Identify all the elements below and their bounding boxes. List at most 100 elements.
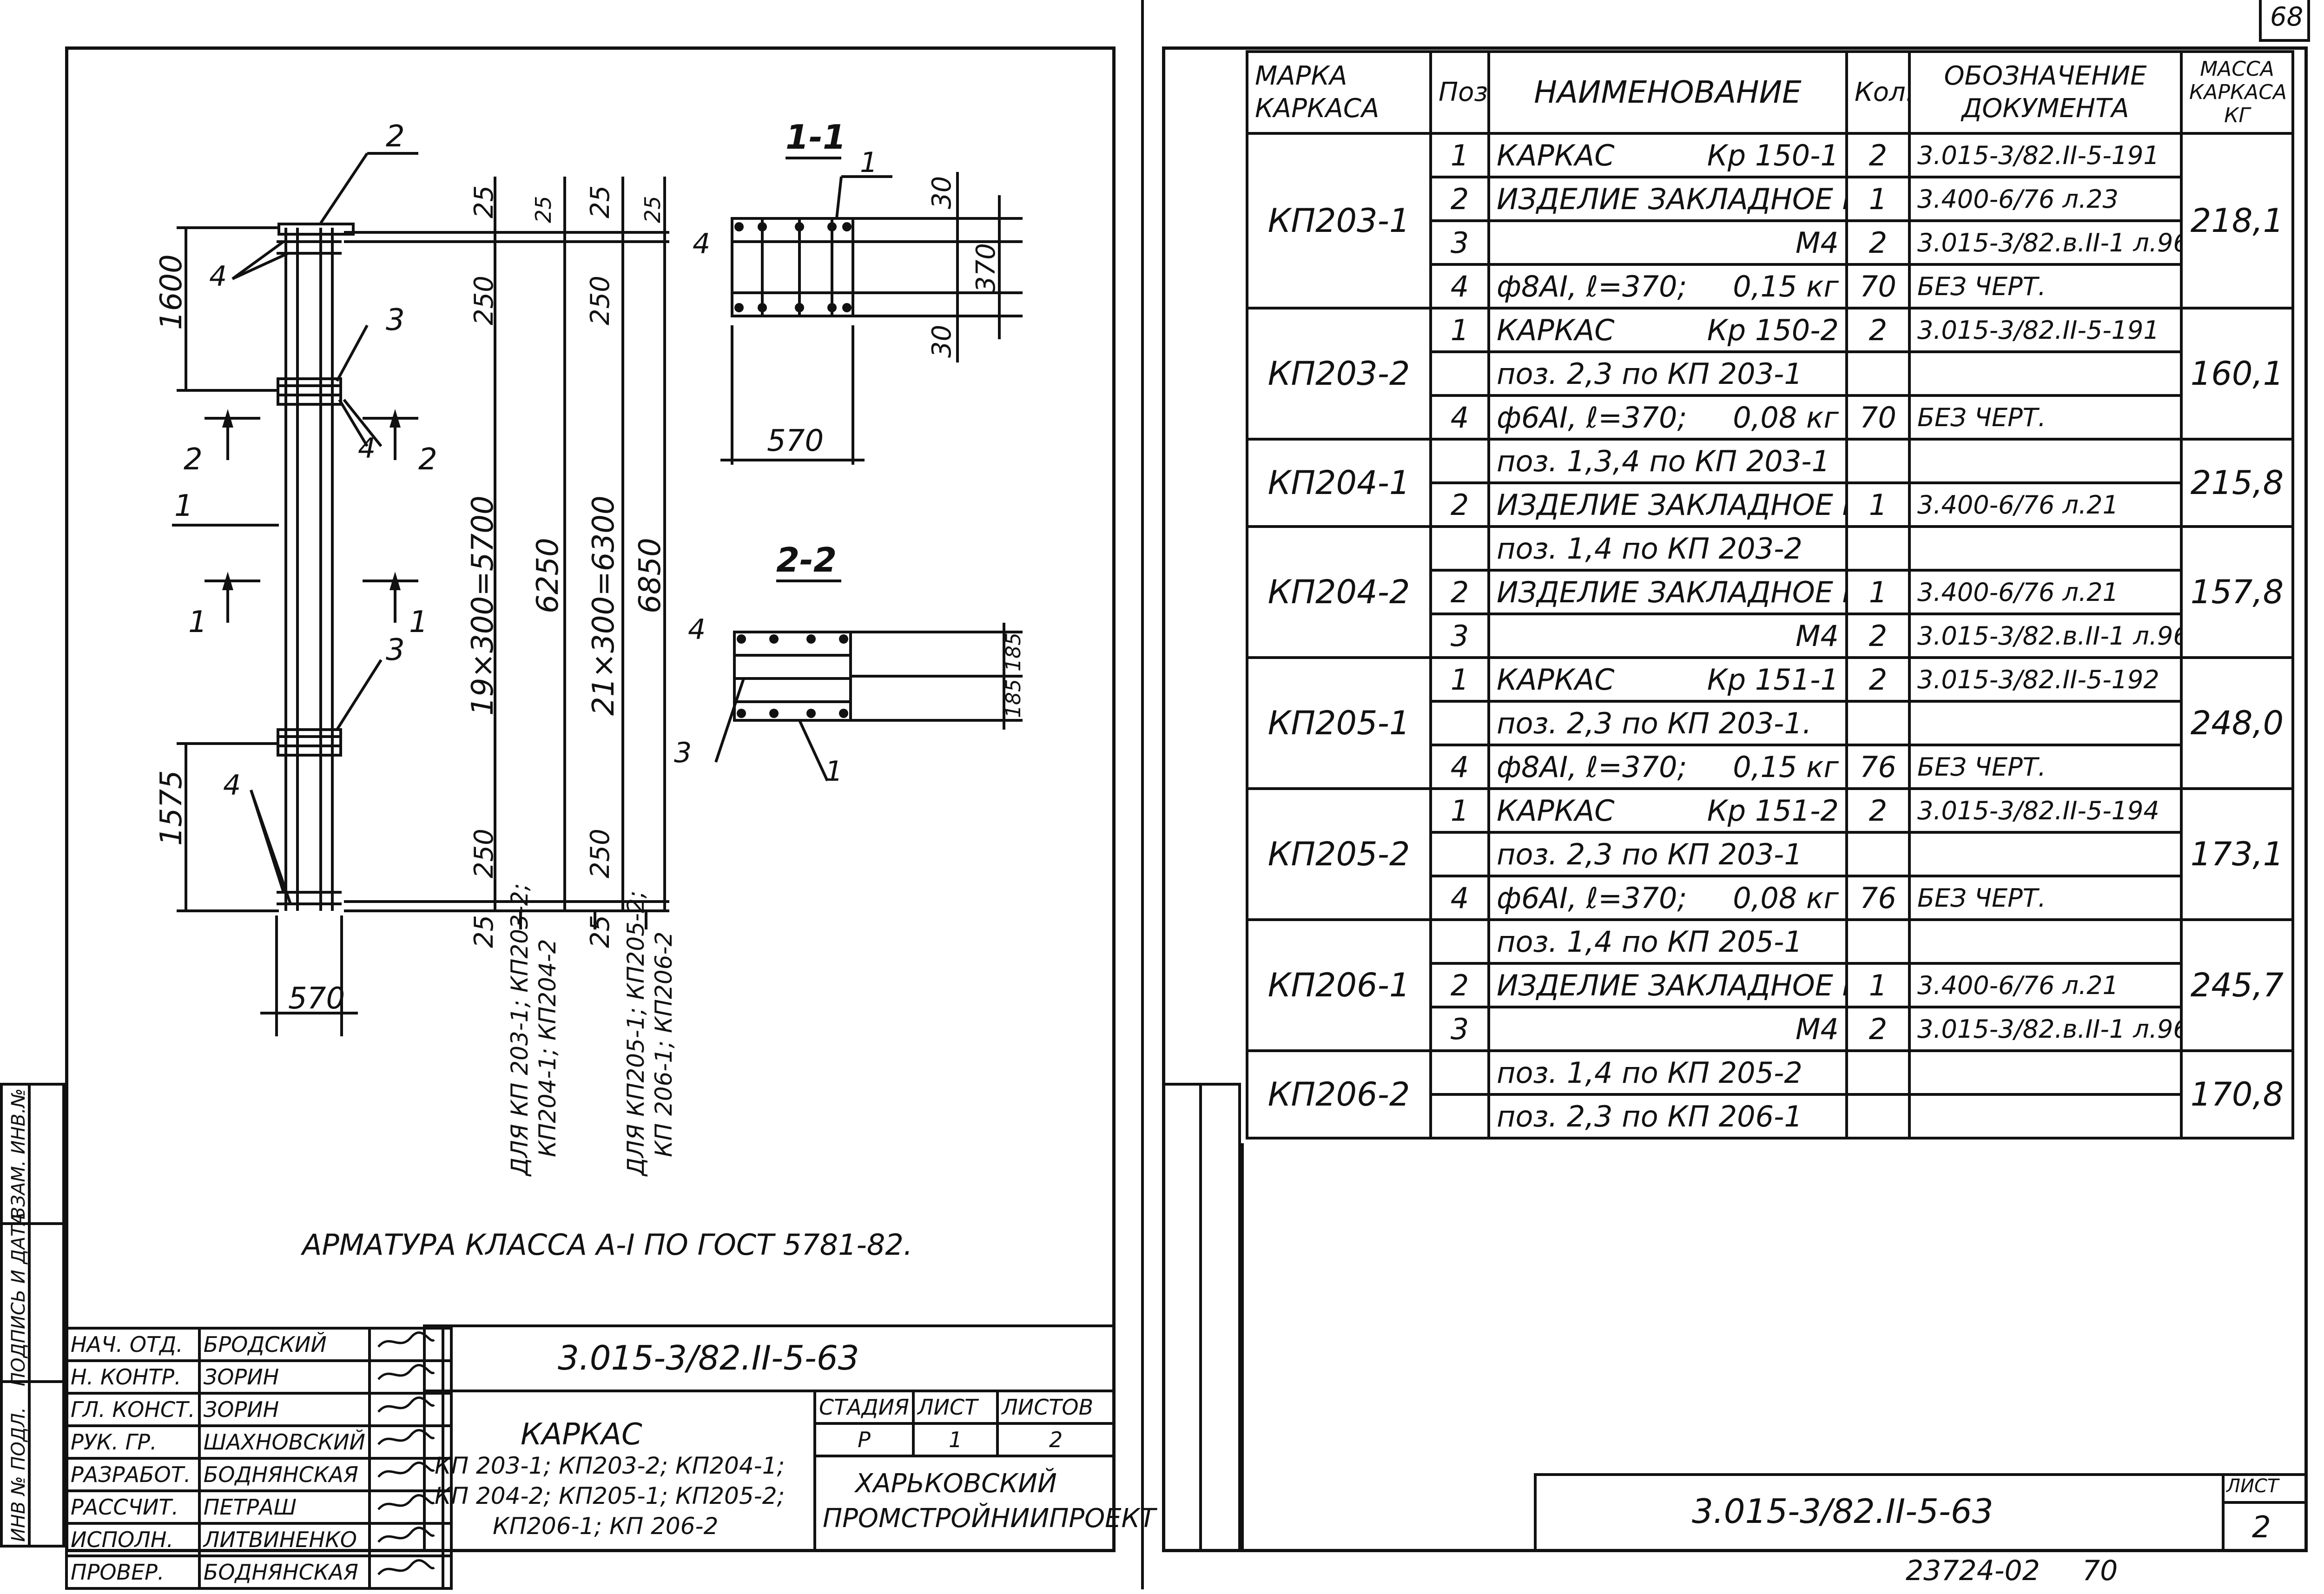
tb-date <box>441 1489 453 1525</box>
spec-mass: 215,8 <box>2180 438 2294 528</box>
stage-block-vline <box>813 1390 816 1552</box>
pos-1-sec2: 1 <box>825 755 843 788</box>
spec-pos: 4 <box>1429 263 1490 310</box>
pos-4b: 4 <box>358 432 376 465</box>
tb-signature <box>368 1327 444 1362</box>
spec-name: поз. 1,3,4 по КП 203-1 <box>1487 438 1848 484</box>
table-bottom-vline <box>1241 1143 1244 1552</box>
sheets-header: ЛИСТОВ <box>996 1390 1116 1425</box>
dim-25c: 25 <box>585 185 615 218</box>
spec-name: КАРКАС Кр 151-1 <box>1487 656 1848 703</box>
tb-person: ЛИТВИНЕНКО <box>198 1522 371 1557</box>
spec-name: ИЗДЕЛИЕ ЗАКЛАДНОЕ МН1-36 <box>1487 481 1848 528</box>
dim-25b: 25 <box>531 196 556 223</box>
spec-pos <box>1429 1093 1490 1140</box>
dim-25a: 25 <box>469 185 499 218</box>
sec-dim-185b: 185 <box>1002 679 1025 718</box>
title-block-row: НАЧ. ОТД.БРОДСКИЙ <box>65 1327 453 1362</box>
side-stamp-inv: ИНВ № ПОДЛ. <box>8 1407 29 1542</box>
specification-table: МАРКА КАРКАСА Поз. НАИМЕНОВАНИЕ Кол. ОБО… <box>1246 50 2294 1140</box>
spec-name-tail: 0,08 кг <box>1733 400 1839 435</box>
tb-role: ПРОВЕР. <box>65 1554 201 1590</box>
spec-brand: КП205-2 <box>1246 787 1432 921</box>
spec-qty: 1 <box>1845 569 1911 615</box>
tb-signature <box>368 1359 444 1395</box>
spec-name-tail: М4 <box>1796 225 1839 260</box>
doc-code: 3.015-3/82.II-5-63 <box>558 1338 859 1377</box>
title-block-row: РАССЧИТ.ПЕТРАШ <box>65 1489 453 1525</box>
spec-qty <box>1845 350 1911 397</box>
sec-dim-370: 370 <box>971 243 1001 293</box>
spec-doc: БЕЗ ЧЕРТ. <box>1908 875 2183 921</box>
section-mark-1-left: 1 <box>188 605 207 639</box>
spec-pos: 2 <box>1429 481 1490 528</box>
spec-name-tail: 0,08 кг <box>1733 881 1839 915</box>
tb-person: БРОДСКИЙ <box>198 1327 371 1362</box>
spec-qty: 1 <box>1845 176 1911 222</box>
sec-dim-185a: 185 <box>1002 632 1025 672</box>
spec-brand: КП206-1 <box>1246 918 1432 1052</box>
pos-4c: 4 <box>223 769 241 802</box>
spec-brand: КП203-2 <box>1246 307 1432 441</box>
spec-qty: 70 <box>1845 394 1911 441</box>
signature-scribble <box>377 1363 435 1380</box>
section-mark-2-left: 2 <box>184 442 203 477</box>
spec-doc <box>1908 525 2183 572</box>
spec-pos: 1 <box>1429 787 1490 834</box>
spec-name-main: поз. 1,3,4 по КП 203-1 <box>1497 444 1830 478</box>
tb-person: ЗОРИН <box>198 1392 371 1427</box>
spec-pos: 2 <box>1429 962 1490 1008</box>
title-block-row: ГЛ. КОНСТ.ЗОРИН <box>65 1392 453 1427</box>
sheets-value: 2 <box>996 1422 1116 1457</box>
org-name-1: ХАРЬКОВСКИЙ <box>855 1469 1057 1499</box>
spec-pos: 4 <box>1429 744 1490 790</box>
spec-qty <box>1845 1093 1911 1140</box>
spec-name-main: ИЗДЕЛИЕ ЗАКЛАДНОЕ МН1-36 <box>1497 575 1844 609</box>
hdr-qty: Кол. <box>1845 50 1911 135</box>
axis-1-label: 1 <box>174 489 193 523</box>
spec-mass: 218,1 <box>2180 132 2294 310</box>
dim-250c: 250 <box>469 829 499 878</box>
dim-25e: 25 <box>469 915 499 948</box>
side-stamp-row-line-b <box>0 1380 65 1383</box>
signature-scribble <box>377 1461 435 1478</box>
spec-name: поз. 1,4 по КП 205-2 <box>1487 1049 1848 1096</box>
section-mark-1-right: 1 <box>409 605 428 639</box>
spec-name-main: КАРКАС <box>1497 138 1615 172</box>
spec-name-tail: Кр 150-1 <box>1707 138 1839 172</box>
pos-4-sec: 4 <box>693 228 710 260</box>
pos-3-sec2: 3 <box>674 737 692 769</box>
spec-row: поз. 2,3 по КП 206-1 <box>1247 1093 2293 1140</box>
spec-pos: 2 <box>1429 569 1490 615</box>
tb-date <box>441 1457 453 1492</box>
sec-dim-30b: 30 <box>927 325 957 358</box>
spec-doc: 3.015-3/82.II-5-191 <box>1908 307 2183 353</box>
spec-name-main: поз. 2,3 по КП 203-1. <box>1497 706 1812 740</box>
spec-name-tail: М4 <box>1796 619 1839 653</box>
dim-6300: 21×300=6300 <box>587 495 621 716</box>
pos-4-sec2: 4 <box>688 613 706 646</box>
tb-date <box>441 1554 453 1590</box>
spec-qty: 2 <box>1845 132 1911 178</box>
spec-mass: 245,7 <box>2180 918 2294 1052</box>
spec-name-main: ф8АI, ℓ=370; <box>1497 750 1687 784</box>
tb-role: РАЗРАБОТ. <box>65 1457 201 1492</box>
view-1-1-title: 1-1 <box>786 118 846 157</box>
signature-scribble <box>377 1559 435 1575</box>
spec-qty <box>1845 700 1911 746</box>
spec-pos: 3 <box>1429 1006 1490 1052</box>
spec-name-tail: Кр 151-1 <box>1707 662 1839 697</box>
spec-name-main: КАРКАС <box>1497 662 1615 697</box>
sheet-header: ЛИСТ <box>911 1390 999 1425</box>
tb-role: РАССЧИТ. <box>65 1489 201 1525</box>
tb-person: БОДНЯНСКАЯ <box>198 1457 371 1492</box>
spec-doc: 3.400-6/76 л.21 <box>1908 481 2183 528</box>
